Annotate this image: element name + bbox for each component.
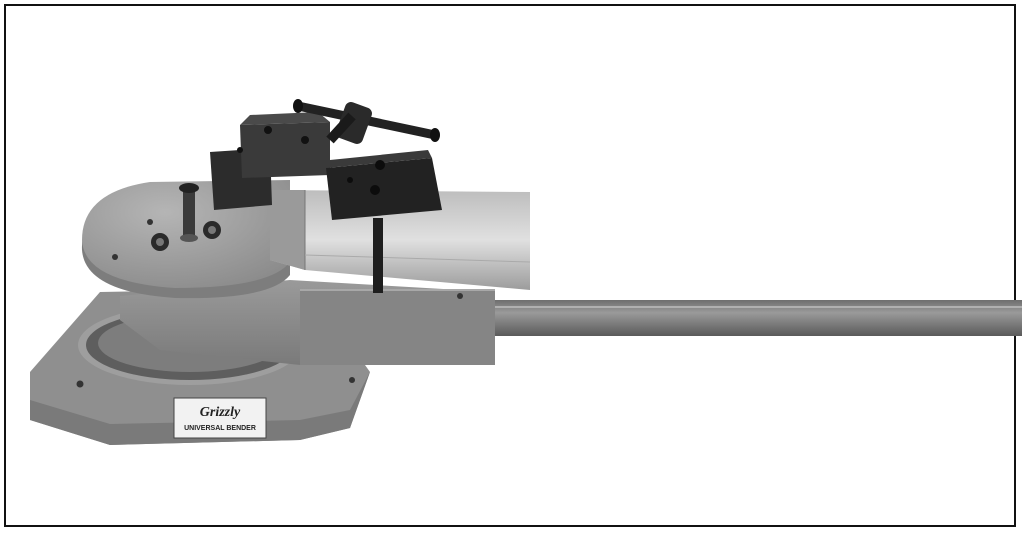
nameplate: Grizzly UNIVERSAL BENDER <box>173 397 267 439</box>
pressure-plate <box>326 150 442 293</box>
nameplate-product: UNIVERSAL BENDER <box>184 425 256 432</box>
swing-arm <box>120 280 495 365</box>
clamp-block <box>210 112 330 210</box>
nameplate-brand: Grizzly <box>200 405 241 420</box>
lever-bar <box>440 300 1022 336</box>
t-handle-screw <box>293 99 440 144</box>
